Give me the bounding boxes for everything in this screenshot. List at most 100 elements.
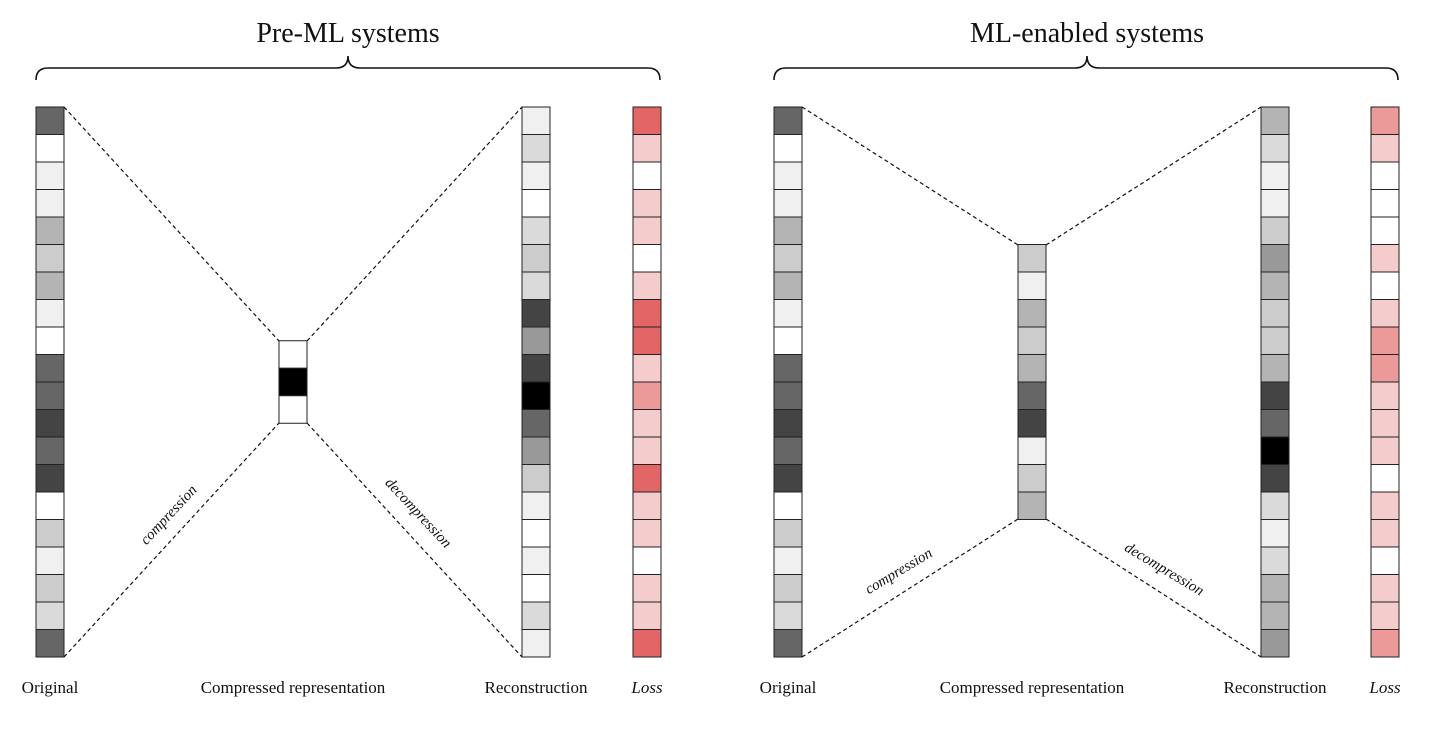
cell: [773, 491, 803, 520]
cell: [1370, 546, 1400, 575]
cell: [1370, 271, 1400, 300]
cell: [1370, 216, 1400, 245]
reconstruction-column: [521, 106, 551, 658]
panel-title: ML-enabled systems: [970, 18, 1204, 49]
cell: [632, 244, 662, 273]
cell: [773, 574, 803, 603]
cell: [1017, 326, 1047, 355]
cell: [35, 519, 65, 548]
cell: [35, 326, 65, 355]
cell: [521, 216, 551, 245]
cell: [632, 546, 662, 575]
cell: [1370, 244, 1400, 273]
cell: [35, 244, 65, 273]
compressed-column: [1017, 244, 1047, 520]
cell: [521, 519, 551, 548]
cell: [521, 491, 551, 520]
compression-label: compression: [863, 545, 936, 597]
cell: [35, 271, 65, 300]
cell: [773, 436, 803, 465]
cell: [773, 134, 803, 163]
reconstruction-column: [1260, 106, 1290, 658]
loss-label: Loss: [1368, 678, 1401, 697]
cell: [773, 299, 803, 328]
cell: [521, 106, 551, 135]
cell: [1260, 271, 1290, 300]
cell: [1370, 134, 1400, 163]
cell: [773, 409, 803, 438]
cell: [632, 629, 662, 658]
decompression-edge-top: [306, 106, 523, 342]
cell: [1370, 464, 1400, 493]
cell: [35, 409, 65, 438]
cell: [632, 161, 662, 190]
cell: [1017, 491, 1047, 520]
cell: [1260, 354, 1290, 383]
cell: [35, 161, 65, 190]
cell: [35, 216, 65, 245]
cell: [1260, 519, 1290, 548]
compression-edge-bottom: [63, 422, 280, 658]
cell: [521, 629, 551, 658]
cell: [521, 381, 551, 410]
cell: [1260, 106, 1290, 135]
cell: [773, 106, 803, 135]
loss-label: Loss: [630, 678, 663, 697]
panel-bracket: [35, 55, 661, 81]
cell: [521, 574, 551, 603]
cell: [632, 106, 662, 135]
cell: [1260, 189, 1290, 218]
cell: [278, 367, 308, 397]
compression-label: compression: [138, 482, 201, 548]
cell: [773, 519, 803, 548]
cell: [632, 436, 662, 465]
cell: [1370, 106, 1400, 135]
cell: [1370, 574, 1400, 603]
cell: [1370, 601, 1400, 630]
cell: [773, 271, 803, 300]
compressed-label: Compressed representation: [940, 678, 1125, 697]
cell: [35, 574, 65, 603]
cell: [773, 381, 803, 410]
cell: [521, 271, 551, 300]
cell: [1260, 436, 1290, 465]
cell: [773, 601, 803, 630]
cell: [35, 464, 65, 493]
cell: [1370, 354, 1400, 383]
cell: [1260, 491, 1290, 520]
cell: [521, 189, 551, 218]
compressed-column: [278, 340, 308, 424]
cell: [773, 244, 803, 273]
panel-pre-ml: Pre-ML systems compression decompression…: [22, 18, 663, 697]
original-column: [773, 106, 803, 658]
cell: [1017, 409, 1047, 438]
decompression-label: decompression: [1122, 540, 1207, 600]
cell: [1260, 464, 1290, 493]
cell: [773, 161, 803, 190]
cell: [1017, 464, 1047, 493]
cell: [1370, 326, 1400, 355]
cell: [1370, 629, 1400, 658]
original-label: Original: [760, 678, 817, 697]
cell: [278, 340, 308, 369]
cell: [632, 519, 662, 548]
decompression-edge-top: [1045, 106, 1262, 246]
cell: [1260, 546, 1290, 575]
compression-edge-top: [63, 106, 280, 342]
cell: [632, 271, 662, 300]
decompression-edge-bottom: [306, 422, 523, 658]
cell: [1017, 436, 1047, 465]
cell: [773, 189, 803, 218]
cell: [632, 299, 662, 328]
cell: [35, 546, 65, 575]
cell: [35, 106, 65, 135]
cell: [1370, 161, 1400, 190]
cell: [773, 464, 803, 493]
cell: [632, 326, 662, 355]
cell: [773, 629, 803, 658]
original-label: Original: [22, 678, 79, 697]
cell: [1260, 161, 1290, 190]
cell: [1260, 326, 1290, 355]
cell: [1370, 491, 1400, 520]
